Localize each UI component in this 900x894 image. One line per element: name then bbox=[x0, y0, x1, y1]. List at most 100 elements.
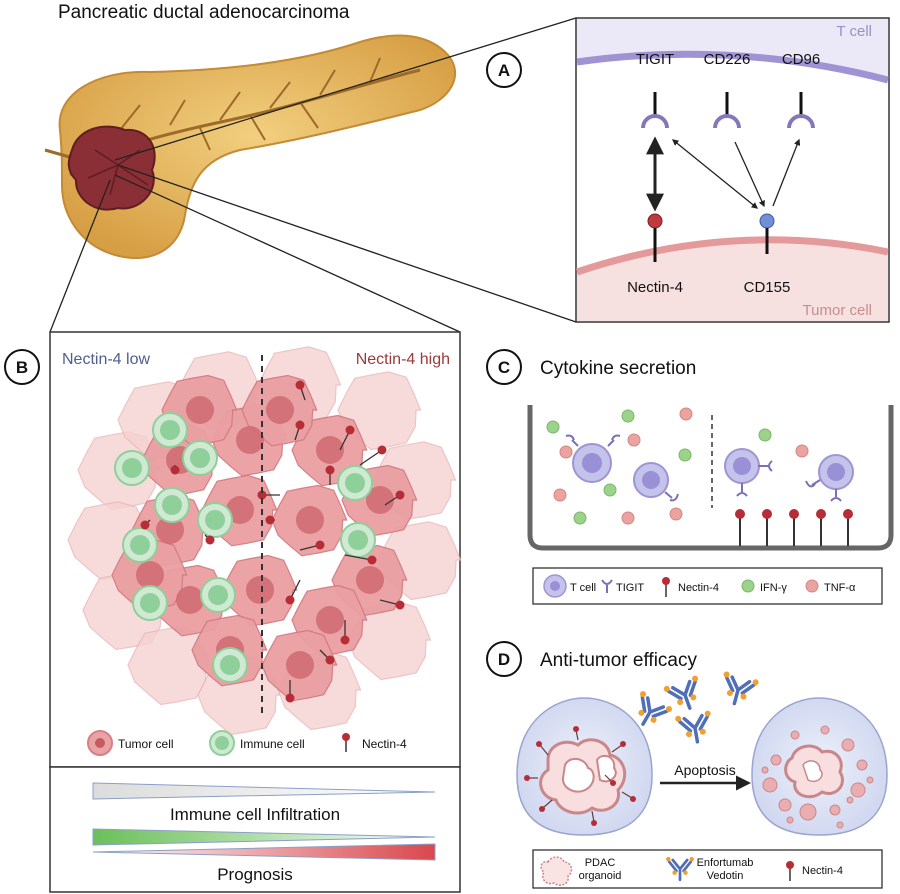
immune-nucleus bbox=[348, 530, 368, 550]
nectin4-marker bbox=[367, 555, 377, 565]
antibody-icon bbox=[663, 675, 698, 710]
apoptosis-label: Apoptosis bbox=[674, 762, 735, 778]
tumor-nucleus bbox=[236, 426, 264, 454]
legend-organoid: organoid bbox=[579, 870, 622, 882]
legend-antibody-icon bbox=[666, 856, 694, 882]
tumor-cell-label: Tumor cell bbox=[803, 302, 872, 319]
nectin4-low-label: Nectin-4 low bbox=[62, 351, 150, 368]
cd155-ligand: CD155 bbox=[744, 213, 791, 296]
nectin4-marker bbox=[285, 693, 295, 703]
tumor-nucleus bbox=[296, 506, 324, 534]
nectin4-marker bbox=[257, 490, 267, 500]
nectin4-marker bbox=[325, 655, 335, 665]
nectin4-stalk bbox=[344, 554, 373, 561]
tigit-receptors-c bbox=[565, 434, 842, 502]
legend-pdac: PDAC bbox=[585, 857, 616, 869]
legend-ifn: IFN-γ bbox=[760, 582, 787, 594]
tumor-nucleus bbox=[186, 396, 214, 424]
panel-d: D Anti-tumor efficacy Apoptosis bbox=[486, 641, 888, 889]
cytokines bbox=[546, 407, 809, 525]
legend-tigit: TIGIT bbox=[616, 582, 644, 594]
legend-immune-cell: Immune cell bbox=[240, 737, 305, 751]
legend-nectin4-d: Nectin-4 bbox=[802, 865, 843, 877]
tumor-nucleus bbox=[226, 496, 254, 524]
zoom-connector-lines bbox=[49, 17, 577, 333]
panel-a: T cell Tumor cell TIGIT CD226 CD96 Necti… bbox=[486, 17, 890, 323]
nectin4-marker bbox=[265, 515, 275, 525]
tigit-receptor: TIGIT bbox=[636, 51, 674, 129]
immune-nucleus bbox=[140, 593, 160, 613]
infiltration-gradient: Immune cell Infiltration bbox=[92, 782, 436, 824]
nectin4-ligand: Nectin-4 bbox=[627, 213, 683, 296]
panel-c-title: Cytokine secretion bbox=[540, 358, 696, 379]
organoid-after bbox=[751, 697, 888, 836]
prognosis-label: Prognosis bbox=[217, 865, 293, 884]
cd96-receptor: CD96 bbox=[782, 51, 820, 129]
nectin4-marker bbox=[315, 540, 325, 550]
figure-title: Pancreatic ductal adenocarcinoma bbox=[58, 2, 350, 23]
cd226-receptor: CD226 bbox=[704, 51, 750, 129]
panel-a-letter: A bbox=[498, 61, 510, 80]
enfortumab-antibodies bbox=[638, 671, 759, 744]
legend-vedotin: Vedotin bbox=[707, 870, 744, 882]
legend-enfortumab: Enfortumab bbox=[697, 857, 754, 869]
nectin4-marker bbox=[345, 425, 355, 435]
nectin4-marker bbox=[325, 465, 335, 475]
immune-nucleus bbox=[205, 510, 225, 530]
pancreas-illustration bbox=[44, 34, 457, 260]
nectin4-high-label: Nectin-4 high bbox=[356, 351, 450, 368]
tumor-nucleus bbox=[136, 561, 164, 589]
binding-arrows bbox=[646, 136, 801, 212]
tumor-nucleus bbox=[156, 516, 184, 544]
antibody-icon bbox=[723, 671, 759, 706]
legend-t-cell: T cell bbox=[570, 582, 596, 594]
tumor-nucleus bbox=[316, 606, 344, 634]
panel-d-legend: PDAC organoid Enfortumab Vedotin Nectin-… bbox=[532, 849, 883, 889]
nectin4-marker bbox=[140, 520, 150, 530]
organoid-before bbox=[516, 697, 653, 836]
immune-nucleus bbox=[190, 448, 210, 468]
antibody-icon bbox=[675, 710, 711, 744]
tumor-nucleus bbox=[286, 651, 314, 679]
immune-nucleus bbox=[162, 495, 182, 515]
antibody-icon bbox=[638, 691, 672, 726]
cd96-label: CD96 bbox=[782, 51, 820, 68]
panel-b-letter: B bbox=[16, 358, 28, 377]
tumor-mass bbox=[67, 346, 462, 736]
panel-c: C Cytokine secretion bbox=[486, 349, 894, 605]
legend-nectin4: Nectin-4 bbox=[362, 737, 407, 751]
immune-nucleus bbox=[208, 585, 228, 605]
nectin4-marker bbox=[285, 595, 295, 605]
legend-tumor-cell: Tumor cell bbox=[118, 737, 174, 751]
nectin4-label: Nectin-4 bbox=[627, 279, 683, 296]
nectin4-marker bbox=[295, 420, 305, 430]
nectin4-marker bbox=[377, 445, 387, 455]
panel-b: B Nectin-4 low Nectin-4 high Tumor cell … bbox=[4, 331, 462, 893]
nectin4-marker bbox=[340, 635, 350, 645]
nectin4-marker bbox=[395, 600, 405, 610]
panel-d-title: Anti-tumor efficacy bbox=[540, 650, 697, 671]
tumor-nucleus bbox=[366, 486, 394, 514]
tumor-nucleus bbox=[266, 396, 294, 424]
panel-d-letter: D bbox=[498, 650, 510, 669]
tumor-nucleus bbox=[316, 436, 344, 464]
nectin4-marker bbox=[395, 490, 405, 500]
cd155-label: CD155 bbox=[744, 279, 791, 296]
prognosis-gradient: Prognosis bbox=[92, 828, 436, 884]
panel-b-legend: Tumor cell Immune cell Nectin-4 bbox=[87, 730, 407, 756]
tumor-nucleus bbox=[246, 576, 274, 604]
tumor-nucleus bbox=[176, 586, 204, 614]
immune-nucleus bbox=[220, 655, 240, 675]
legend-nectin4-c: Nectin-4 bbox=[678, 582, 719, 594]
immune-nucleus bbox=[122, 458, 142, 478]
nectin4-marker bbox=[170, 465, 180, 475]
panel-c-legend: T cell TIGIT Nectin-4 IFN-γ TNF-α bbox=[532, 567, 883, 605]
tigit-label: TIGIT bbox=[636, 51, 674, 68]
t-cell-label: T cell bbox=[836, 23, 872, 40]
t-cells bbox=[572, 443, 854, 498]
nectin4-marker bbox=[205, 535, 215, 545]
infiltration-label: Immune cell Infiltration bbox=[170, 805, 340, 824]
immune-nucleus bbox=[345, 473, 365, 493]
panel-c-letter: C bbox=[498, 358, 510, 377]
